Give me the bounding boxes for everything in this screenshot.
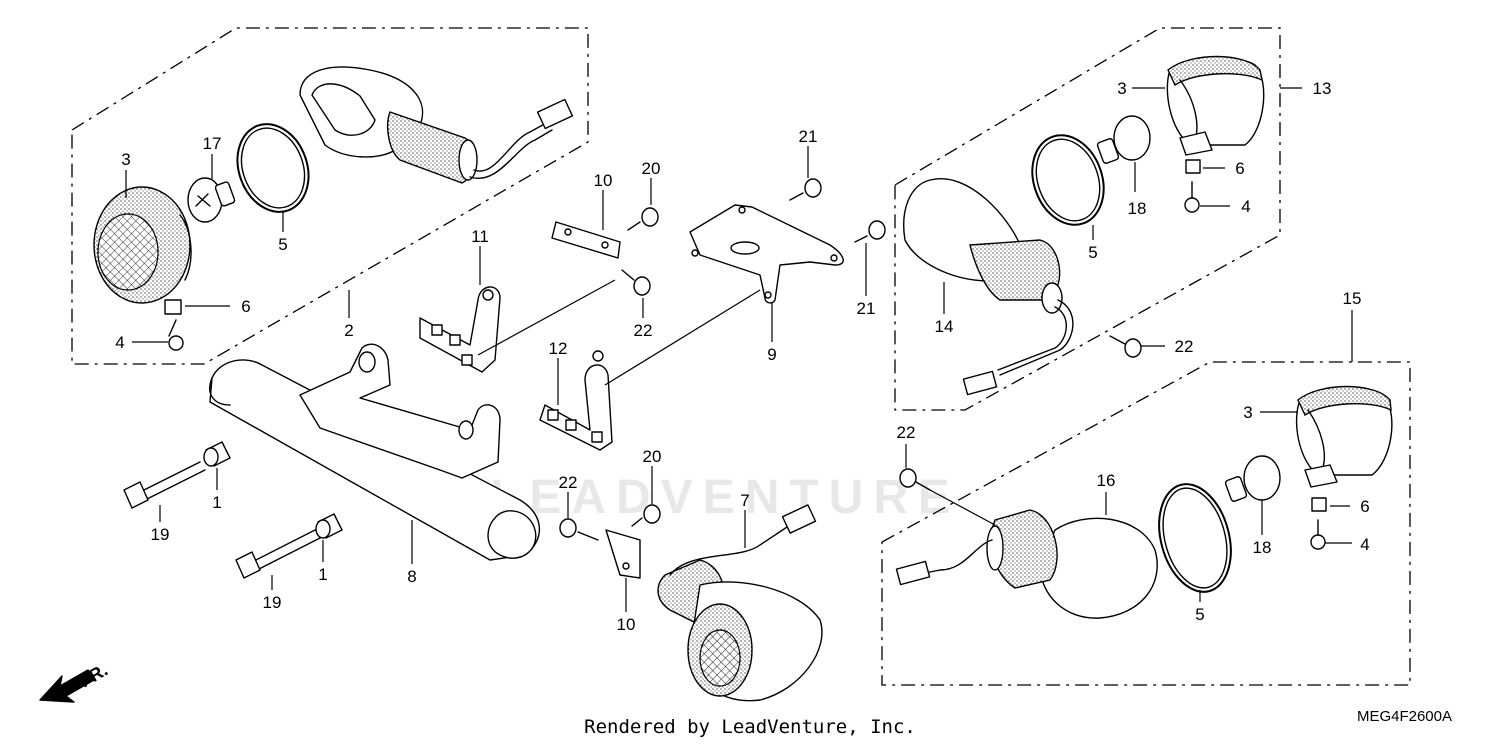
leader-lines <box>125 87 1353 612</box>
bracket-12-leader <box>604 289 761 386</box>
left-ring <box>236 123 310 213</box>
bar-fasteners <box>123 441 343 579</box>
callout-housing-16: 16 <box>1097 471 1116 490</box>
callout-stay-9: 9 <box>767 345 776 364</box>
bracket-11-leader <box>477 279 616 356</box>
diagram-code: MEG4F2600A <box>1356 708 1452 725</box>
callout-ru-bulb: 18 <box>1128 199 1147 218</box>
bracket-11 <box>419 286 501 373</box>
left-screw <box>168 319 184 351</box>
callout-bolt-20-upper: 20 <box>642 159 661 178</box>
callout-ru-ring: 5 <box>1088 243 1097 262</box>
callout-left-bulb: 17 <box>203 134 222 153</box>
callout-ru-bolt-22: 22 <box>1175 337 1194 356</box>
callout-left-screw: 4 <box>115 333 124 352</box>
right-upper-lamp-group <box>894 27 1281 411</box>
callout-assembly-13: 13 <box>1313 79 1332 98</box>
callout-bracket-12: 12 <box>549 339 568 358</box>
right-lower-frame <box>881 361 1411 686</box>
callout-ru-screw: 4 <box>1241 197 1250 216</box>
callout-rl-lens: 3 <box>1243 403 1252 422</box>
upper-plate-10 <box>551 207 659 296</box>
callout-numbers: 3 17 5 6 4 2 11 10 20 22 12 9 21 21 1 19… <box>115 79 1369 634</box>
watermark: LEADVENTURE <box>490 471 961 524</box>
callout-rl-screw: 4 <box>1360 535 1369 554</box>
callout-ru-lens: 3 <box>1117 79 1126 98</box>
callout-wire-7: 7 <box>740 491 749 510</box>
left-lens <box>93 186 192 304</box>
left-nut <box>164 299 182 315</box>
left-lamp-frame <box>71 27 589 365</box>
left-lamp-group <box>71 27 589 365</box>
front-lamp <box>559 504 823 702</box>
callout-collar-1a: 1 <box>212 493 221 512</box>
callout-bolt-21-bottom: 21 <box>857 299 876 318</box>
callout-left-ring: 5 <box>278 235 287 254</box>
callout-rl-bolt-22: 22 <box>897 423 916 442</box>
stay-9 <box>689 178 886 304</box>
callout-left-lens: 3 <box>121 150 130 169</box>
callout-bolt-19a: 19 <box>151 525 170 544</box>
left-bulb <box>187 177 236 223</box>
callout-housing-14: 14 <box>935 317 954 336</box>
front-direction-arrow: FR. <box>39 660 111 703</box>
callout-bracket-11: 11 <box>471 227 489 246</box>
callout-plate-10-lower: 10 <box>617 615 636 634</box>
callout-rl-bulb: 18 <box>1253 538 1272 557</box>
callout-rl-nut: 6 <box>1360 497 1369 516</box>
callout-collar-1b: 1 <box>318 565 327 584</box>
render-credit: Rendered by LeadVenture, Inc. <box>584 716 916 738</box>
callout-bolt-20-lower: 20 <box>643 447 662 466</box>
callout-assembly-2: 2 <box>344 321 353 340</box>
callout-rl-ring: 5 <box>1195 605 1204 624</box>
callout-bar-8: 8 <box>407 567 416 586</box>
callout-plate-10-upper: 10 <box>594 171 613 190</box>
left-lamp-housing <box>299 66 574 184</box>
right-lower-lamp-group <box>881 361 1411 686</box>
callout-screw-22-upper: 22 <box>634 321 653 340</box>
callout-screw-22-lower: 22 <box>559 473 578 492</box>
mounting-bar <box>209 343 541 561</box>
callout-bolt-19b: 19 <box>263 593 282 612</box>
callout-left-nut: 6 <box>241 297 250 316</box>
callout-assembly-15: 15 <box>1343 289 1362 308</box>
bracket-12 <box>539 350 613 451</box>
callout-ru-nut: 6 <box>1235 159 1244 178</box>
callout-bolt-21-top: 21 <box>799 127 818 146</box>
right-upper-frame <box>894 27 1281 411</box>
